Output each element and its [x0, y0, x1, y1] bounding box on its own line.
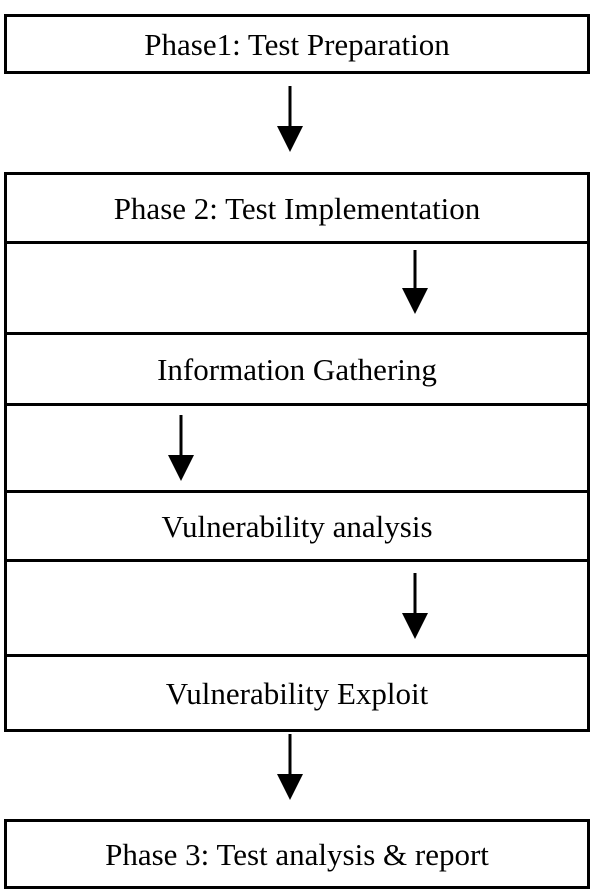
down-arrow-icon [166, 415, 196, 483]
vulnerability-exploit-label: Vulnerability Exploit [165, 675, 429, 711]
phase3-label: Phase 3: Test analysis & report [105, 836, 489, 872]
vulnerability-exploit-box: Vulnerability Exploit [4, 654, 590, 732]
information-gathering-box: Information Gathering [4, 332, 590, 406]
vulnerability-analysis-box: Vulnerability analysis [4, 490, 590, 562]
connector-box [4, 403, 590, 493]
phase2-box: Phase 2: Test Implementation [4, 172, 590, 244]
phase2-label: Phase 2: Test Implementation [113, 190, 481, 226]
connector-box [4, 241, 590, 335]
information-gathering-label: Information Gathering [157, 351, 437, 387]
down-arrow-icon [275, 86, 305, 154]
connector-box [4, 559, 590, 657]
vulnerability-analysis-label: Vulnerability analysis [161, 508, 433, 544]
down-arrow-icon [400, 573, 430, 641]
phase3-box: Phase 3: Test analysis & report [4, 819, 590, 889]
down-arrow-icon [400, 250, 430, 316]
down-arrow-icon [275, 734, 305, 802]
phase1-label: Phase1: Test Preparation [144, 26, 450, 62]
phase1-box: Phase1: Test Preparation [4, 14, 590, 74]
